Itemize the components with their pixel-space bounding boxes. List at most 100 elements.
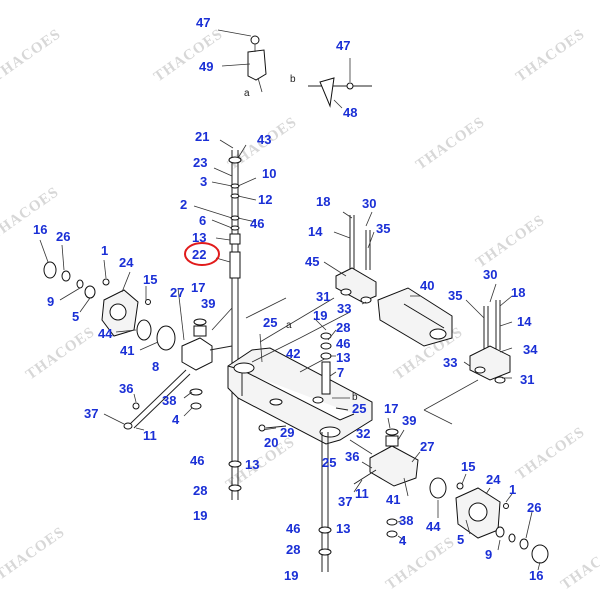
watermark: THACOES [23, 324, 98, 383]
callout-38[interactable]: 38 [399, 513, 413, 528]
callout-16[interactable]: 16 [33, 222, 47, 237]
callout-4[interactable]: 4 [399, 533, 407, 548]
callout-36[interactable]: 36 [345, 449, 359, 464]
callout-28[interactable]: 28 [193, 483, 207, 498]
callout-26[interactable]: 26 [56, 229, 70, 244]
callout-28[interactable]: 28 [286, 542, 300, 557]
watermark: THACOES [513, 424, 588, 483]
callout-9[interactable]: 9 [485, 547, 492, 562]
left-lower-hardware [103, 391, 193, 431]
callout-19[interactable]: 19 [313, 308, 327, 323]
callout-39[interactable]: 39 [201, 296, 215, 311]
callout-44[interactable]: 44 [426, 519, 441, 534]
callout-23[interactable]: 23 [193, 155, 207, 170]
watermark: THACOES [513, 26, 588, 85]
callout-47[interactable]: 47 [196, 15, 210, 30]
callout-15[interactable]: 15 [143, 272, 157, 287]
callout-43[interactable]: 43 [257, 132, 271, 147]
callout-44[interactable]: 44 [98, 326, 113, 341]
callout-3[interactable]: 3 [200, 174, 207, 189]
callout-12[interactable]: 12 [258, 192, 272, 207]
callout-45[interactable]: 45 [305, 254, 319, 269]
callout-36[interactable]: 36 [119, 381, 133, 396]
callout-17[interactable]: 17 [191, 280, 205, 295]
callout-5[interactable]: 5 [457, 532, 464, 547]
callout-37[interactable]: 37 [338, 494, 352, 509]
left-arm-assembly [123, 287, 233, 430]
callout-18[interactable]: 18 [511, 285, 525, 300]
callout-46[interactable]: 46 [190, 453, 204, 468]
callout-33[interactable]: 33 [337, 301, 351, 316]
callout-37[interactable]: 37 [84, 406, 98, 421]
callout-32[interactable]: 32 [356, 426, 370, 441]
view-label-b: b [290, 74, 296, 85]
callout-46[interactable]: 46 [286, 521, 300, 536]
callout-15[interactable]: 15 [461, 459, 475, 474]
callout-25[interactable]: 25 [352, 401, 366, 416]
callout-47[interactable]: 47 [336, 38, 350, 53]
callout-11[interactable]: 11 [143, 428, 157, 443]
callout-1[interactable]: 1 [101, 243, 108, 258]
callout-33[interactable]: 33 [443, 355, 457, 370]
lower-shaft [228, 420, 332, 572]
callout-29[interactable]: 29 [280, 425, 294, 440]
callout-11[interactable]: 11 [355, 486, 369, 501]
callout-13[interactable]: 13 [336, 521, 350, 536]
callout-31[interactable]: 31 [520, 372, 534, 387]
watermarks: THACOES THACOES THACOES THACOES THACOES … [0, 26, 600, 593]
callout-27[interactable]: 27 [170, 285, 184, 300]
callout-49[interactable]: 49 [199, 59, 213, 74]
callout-14[interactable]: 14 [308, 224, 323, 239]
callout-35[interactable]: 35 [448, 288, 462, 303]
callout-24[interactable]: 24 [119, 255, 134, 270]
callout-25[interactable]: 25 [263, 315, 277, 330]
callout-41[interactable]: 41 [386, 492, 400, 507]
callout-25[interactable]: 25 [322, 455, 336, 470]
callout-24[interactable]: 24 [486, 472, 501, 487]
callout-7[interactable]: 7 [337, 365, 344, 380]
callout-42[interactable]: 42 [286, 346, 300, 361]
callout-34[interactable]: 34 [523, 342, 538, 357]
callout-17[interactable]: 17 [384, 401, 398, 416]
callout-28[interactable]: 28 [336, 320, 350, 335]
callout-27[interactable]: 27 [420, 439, 434, 454]
callout-13[interactable]: 13 [336, 350, 350, 365]
callout-18[interactable]: 18 [316, 194, 330, 209]
watermark: THACOES [0, 184, 62, 243]
callout-19[interactable]: 19 [193, 508, 207, 523]
callout-6[interactable]: 6 [199, 213, 206, 228]
callout-19[interactable]: 19 [284, 568, 298, 583]
callout-46[interactable]: 46 [250, 216, 264, 231]
watermark: THACOES [383, 534, 458, 593]
callout-30[interactable]: 30 [483, 267, 497, 282]
watermark: THACOES [151, 26, 226, 85]
callout-22[interactable]: 22 [192, 247, 206, 262]
callout-48[interactable]: 48 [343, 105, 357, 120]
callout-20[interactable]: 20 [264, 435, 278, 450]
callout-4[interactable]: 4 [172, 412, 180, 427]
callout-10[interactable]: 10 [262, 166, 276, 181]
callout-1[interactable]: 1 [509, 482, 516, 497]
callout-39[interactable]: 39 [402, 413, 416, 428]
callout-41[interactable]: 41 [120, 343, 134, 358]
callout-14[interactable]: 14 [517, 314, 532, 329]
callout-35[interactable]: 35 [376, 221, 390, 236]
callout-40[interactable]: 40 [420, 278, 434, 293]
callout-5[interactable]: 5 [72, 309, 79, 324]
detail-view-a: a [217, 29, 267, 99]
callout-16[interactable]: 16 [529, 568, 543, 583]
right-link-assembly [423, 283, 513, 425]
callout-38[interactable]: 38 [162, 393, 176, 408]
callout-13[interactable]: 13 [192, 230, 206, 245]
callout-8[interactable]: 8 [152, 359, 159, 374]
callout-21[interactable]: 21 [195, 129, 209, 144]
callout-9[interactable]: 9 [47, 294, 54, 309]
callout-46[interactable]: 46 [336, 336, 350, 351]
callout-13[interactable]: 13 [245, 457, 259, 472]
callout-31[interactable]: 31 [316, 289, 330, 304]
watermark: THACOES [0, 524, 68, 583]
callout-30[interactable]: 30 [362, 196, 376, 211]
callout-26[interactable]: 26 [527, 500, 541, 515]
callout-2[interactable]: 2 [180, 197, 187, 212]
